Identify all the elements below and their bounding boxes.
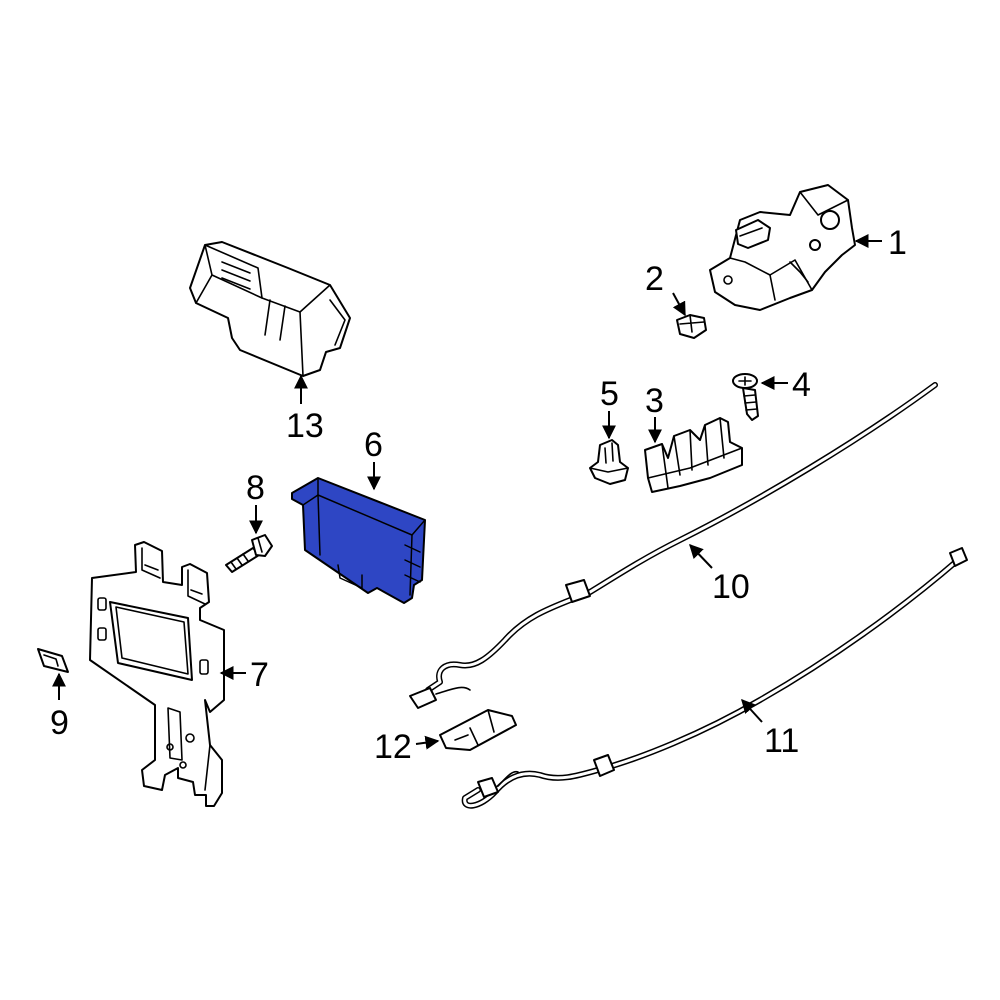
part-4-screw[interactable] <box>732 373 759 421</box>
callout-4: 4 <box>792 366 811 404</box>
callout-11: 11 <box>764 722 799 760</box>
leader-lines <box>52 234 882 750</box>
callout-3: 3 <box>645 382 664 420</box>
callout-13: 13 <box>286 407 324 445</box>
callout-9: 9 <box>50 704 69 742</box>
callout-1: 1 <box>888 224 907 262</box>
callouts: 1 2 3 4 5 6 7 8 9 10 11 12 13 <box>50 224 907 766</box>
callout-2: 2 <box>645 260 664 298</box>
part-7-bracket[interactable] <box>89 541 225 807</box>
callout-8: 8 <box>246 469 265 507</box>
part-9-clip[interactable] <box>37 648 69 673</box>
part-11-cable[interactable] <box>461 547 968 809</box>
part-13-sensor-module[interactable] <box>189 241 351 377</box>
part-6-control-module[interactable] <box>291 477 426 604</box>
part-12-connector[interactable] <box>439 709 517 751</box>
callout-12: 12 <box>374 728 412 766</box>
callout-5: 5 <box>600 375 619 413</box>
part-1-actuator[interactable] <box>709 184 856 311</box>
part-10-cable[interactable] <box>409 382 938 709</box>
callout-7: 7 <box>250 656 269 694</box>
callout-10: 10 <box>712 568 750 606</box>
part-3-retainer[interactable] <box>644 417 743 493</box>
part-5-push-clip[interactable] <box>589 439 629 485</box>
part-8-bolt[interactable] <box>225 534 273 573</box>
part-2-nut[interactable] <box>676 314 707 339</box>
callout-6: 6 <box>364 426 383 464</box>
